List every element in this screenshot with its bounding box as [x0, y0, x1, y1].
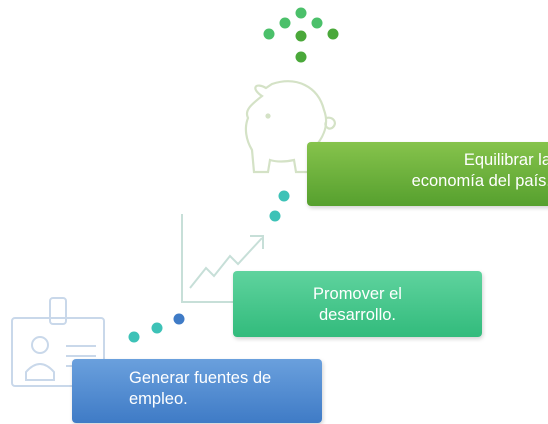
step-label-employment: Generar fuentes de empleo. [129, 369, 272, 408]
plus-dots-icon [263, 7, 339, 63]
step-label-development: Promover el desarrollo. [313, 285, 402, 324]
step-box-development: Promover el desarrollo. [233, 271, 482, 337]
step-label-economy: Equilibrar la economía del país. [411, 151, 548, 190]
step-box-employment: Generar fuentes de empleo. [72, 359, 322, 423]
step-box-economy: Equilibrar la economía del país. [307, 142, 548, 206]
